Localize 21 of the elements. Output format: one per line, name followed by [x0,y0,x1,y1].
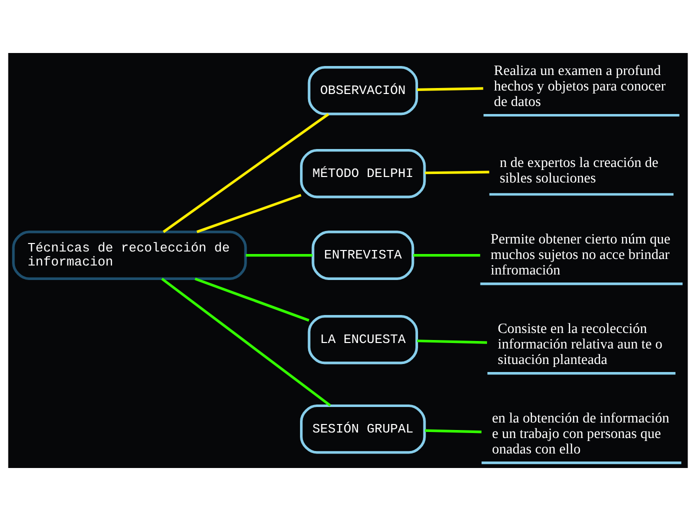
node-text: Permite obtener cierto núm que muchos sujetos no acce brindar infromación [490,230,670,278]
node-box: Técnicas de recolección de informacion [12,230,247,280]
node-text: n de expertos la creación de sibles soluciones [500,154,658,186]
node-text: Realiza un examen a profund hechos y objetos para conocer de datos [494,62,666,110]
connector [413,254,480,256]
connector [194,277,310,322]
connector [162,112,330,232]
node-box: OBSERVACIÓN [308,65,418,115]
connector [196,193,302,233]
connector [424,170,490,174]
connector [161,277,332,406]
connector [417,339,488,344]
node-box: LA ENCUESTA [308,314,418,364]
node-text: en la obtención de información e un trabajo con personas que onadas con ello [492,410,670,457]
connector [246,254,312,256]
connector [417,86,484,90]
node-box: SESIÓN GRUPAL [300,404,426,454]
node-text: Consiste en la recolección información relativa aun te o situación planteada [498,320,662,368]
node-box: ENTREVISTA [312,230,414,280]
connector [424,428,482,433]
node-box: MÉTODO DELPHI [300,148,426,198]
